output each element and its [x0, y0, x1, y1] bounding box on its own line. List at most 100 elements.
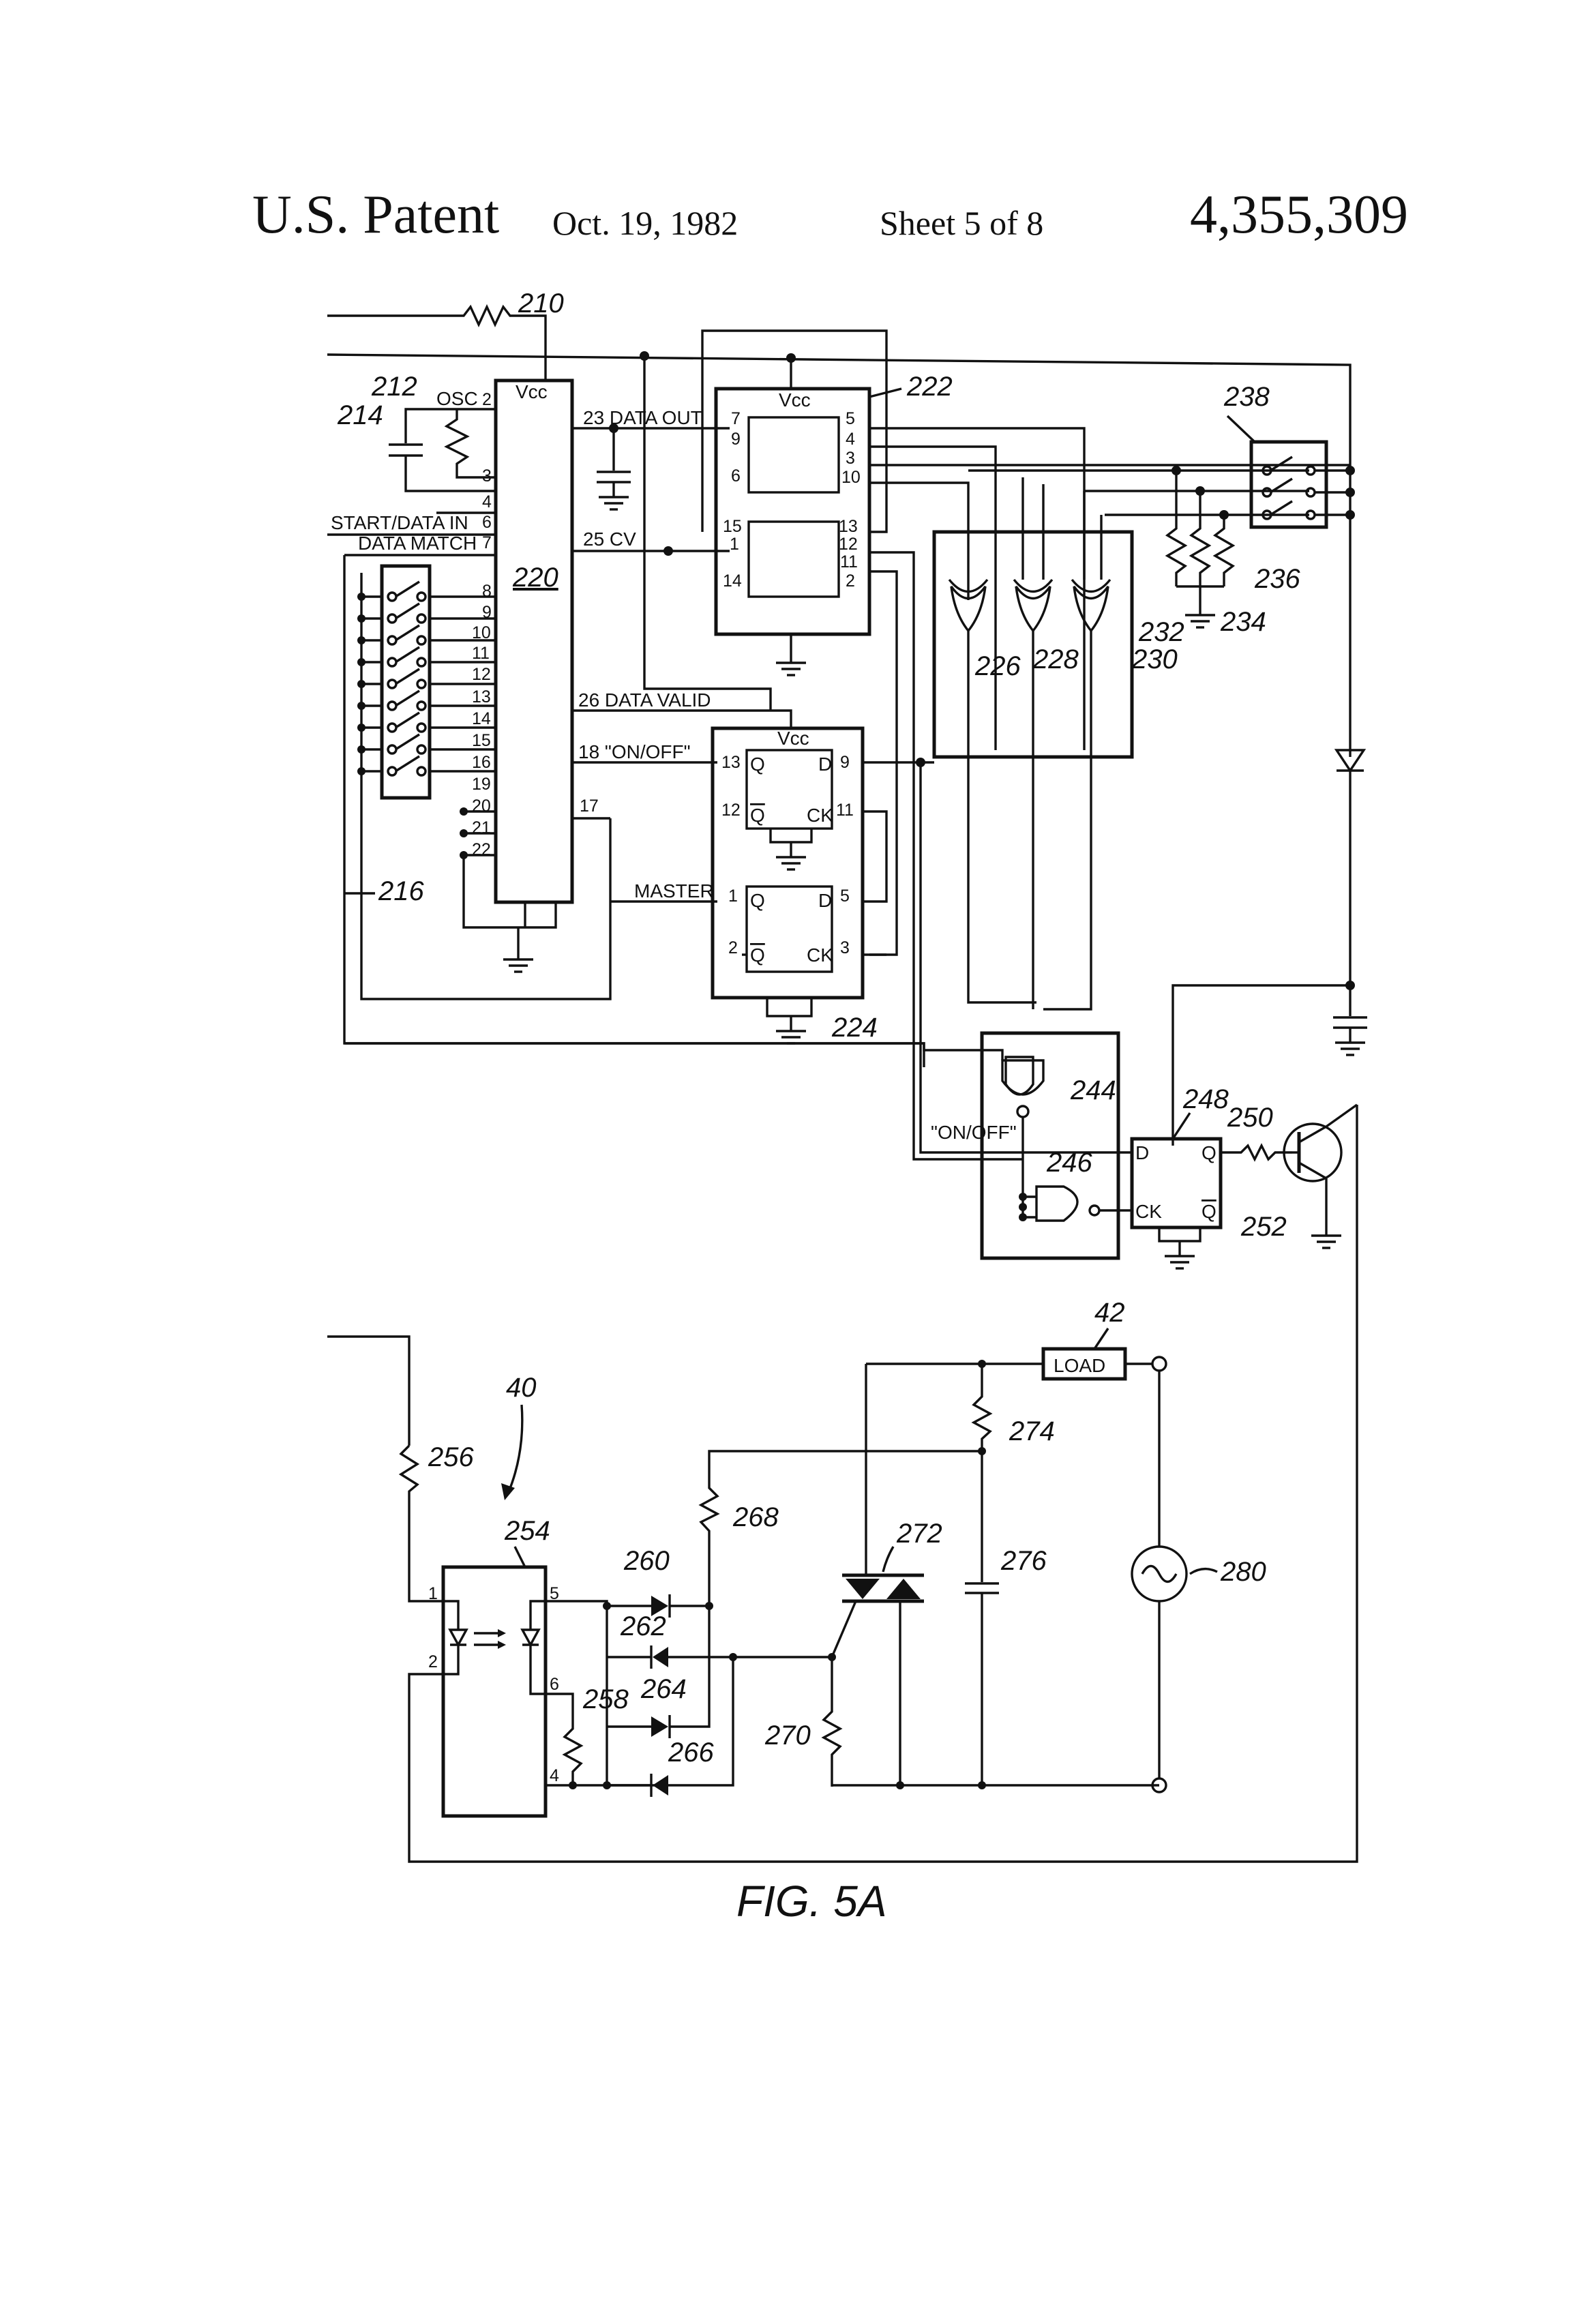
pin-254-2: 2 — [428, 1652, 438, 1671]
switch-blade — [395, 711, 420, 729]
ff248-q: Q — [1202, 1142, 1217, 1163]
switch-blade — [395, 646, 420, 664]
pin-4: 4 — [482, 492, 492, 511]
ff1-q: Q — [750, 754, 765, 775]
pin-13: 13 — [472, 687, 491, 706]
ff248-qbar: Q — [1202, 1201, 1217, 1222]
ref-234: 234 — [1220, 607, 1266, 637]
ff1-qbar: Q — [750, 805, 765, 826]
pin-222-7: 7 — [731, 409, 741, 428]
ref-268: 268 — [732, 1502, 779, 1532]
ref-270: 270 — [764, 1720, 811, 1751]
switch-contact — [387, 722, 398, 733]
switch-contact — [387, 766, 398, 777]
ref-220: 220 — [512, 563, 558, 593]
pin-22: 22 — [472, 840, 491, 859]
flip-flop-224: Vcc Q Q D CK Q Q D CK 13 12 9 11 1 2 5 3… — [711, 726, 934, 1045]
pin-6: 6 — [482, 513, 492, 532]
ref-254: 254 — [504, 1516, 550, 1546]
header-patent-number: 4,355,309 — [1190, 185, 1408, 245]
ref-252: 252 — [1240, 1212, 1287, 1242]
ref-228: 228 — [1032, 644, 1079, 674]
xor-gate-bank: 226 228 230 — [932, 477, 1178, 1011]
on-off-label: "ON/OFF" — [931, 1122, 1017, 1143]
data-valid-label: 26 DATA VALID — [578, 689, 711, 711]
switch-blade — [1270, 500, 1293, 516]
switch-blade — [1270, 456, 1293, 472]
ref-210: 210 — [518, 288, 564, 318]
xor-gate-226: 226 — [948, 578, 1021, 681]
resistor-268: 268 — [698, 1447, 986, 1606]
pin-16: 16 — [472, 753, 491, 772]
diode-bridge: 258 260 262 264 266 — [546, 1546, 737, 1797]
switch-contact — [387, 635, 398, 646]
resistor-210: 210 — [327, 288, 564, 382]
supply-rail — [327, 353, 1352, 757]
pin-14: 14 — [472, 709, 491, 728]
resistor-250-transistor-252: 250 252 — [408, 1103, 1358, 1863]
ref-272: 272 — [896, 1519, 942, 1549]
switch-contact — [387, 744, 398, 755]
shift-register-222: Vcc 222 7 9 6 15 1 14 5 4 3 10 13 12 11 … — [701, 329, 953, 676]
pin-254-1: 1 — [428, 1584, 438, 1603]
header-sheet: Sheet 5 of 8 — [880, 204, 1044, 242]
ref-250: 250 — [1227, 1103, 1273, 1133]
pin-222-1: 1 — [730, 535, 739, 554]
ref-42: 42 — [1094, 1298, 1125, 1328]
switch-blade — [395, 602, 420, 620]
load-branch: LOAD 42 274 276 — [832, 1298, 1167, 1793]
pin-222-4: 4 — [846, 430, 855, 449]
pin-222-11: 11 — [840, 552, 858, 571]
pin-224-2: 2 — [728, 938, 738, 957]
start-data-in-label: START/DATA IN — [331, 512, 468, 533]
pin-2: 2 — [482, 390, 492, 409]
ref-216: 216 — [378, 876, 424, 906]
switch-contact — [1305, 487, 1316, 498]
switch-contact — [387, 700, 398, 711]
figure-caption: FIG. 5A — [736, 1877, 887, 1926]
ref-266: 266 — [668, 1738, 714, 1768]
switch-blade — [395, 668, 420, 685]
ref-232: 232 — [1138, 617, 1184, 647]
ref-280: 280 — [1220, 1557, 1266, 1587]
ref-244: 244 — [1070, 1075, 1116, 1105]
switch-blade — [395, 624, 420, 642]
switch-contact — [416, 700, 427, 711]
optocoupler-254: 254 1 2 5 6 4 — [428, 1516, 559, 1818]
ref-248: 248 — [1182, 1084, 1229, 1114]
pin-3: 3 — [482, 466, 492, 486]
pin-224-3: 3 — [840, 938, 850, 957]
junction-dot — [460, 851, 468, 859]
pin-224-13: 13 — [721, 753, 741, 772]
pin-254-5: 5 — [550, 1584, 559, 1603]
pin-224-9: 9 — [840, 753, 850, 772]
header-us-patent: U.S. Patent — [252, 185, 500, 245]
pin-254-6: 6 — [550, 1675, 559, 1694]
junction-dot — [460, 829, 468, 837]
ref-274: 274 — [1009, 1416, 1055, 1446]
pin-222-9: 9 — [731, 430, 741, 449]
switch-contact — [416, 744, 427, 755]
pin-254-4: 4 — [550, 1766, 559, 1785]
ref-264: 264 — [640, 1674, 687, 1704]
switch-contact — [1262, 487, 1272, 498]
ref-276: 276 — [1000, 1546, 1047, 1576]
ff248-d: D — [1135, 1142, 1149, 1163]
switch-blade — [1270, 477, 1293, 494]
flip-flop-248: D CK Q Q 248 — [1130, 1084, 1229, 1270]
pin-222-10: 10 — [841, 468, 861, 487]
ff2-q: Q — [750, 890, 765, 911]
data-out-label: 23 DATA OUT — [583, 407, 702, 428]
ref-238: 238 — [1223, 382, 1270, 412]
triac-272: 272 — [831, 1364, 942, 1785]
resistors-232-234-236: 232 234 236 — [968, 466, 1309, 647]
pin-17: 17 — [580, 796, 599, 816]
switch-contact — [416, 766, 427, 777]
ref-224: 224 — [831, 1013, 878, 1043]
pin-8: 8 — [482, 582, 492, 601]
ref-212: 212 — [371, 372, 417, 402]
resistor-270: 270 — [733, 1653, 843, 1787]
ff1-d: D — [818, 754, 832, 775]
ref-214: 214 — [337, 400, 383, 430]
